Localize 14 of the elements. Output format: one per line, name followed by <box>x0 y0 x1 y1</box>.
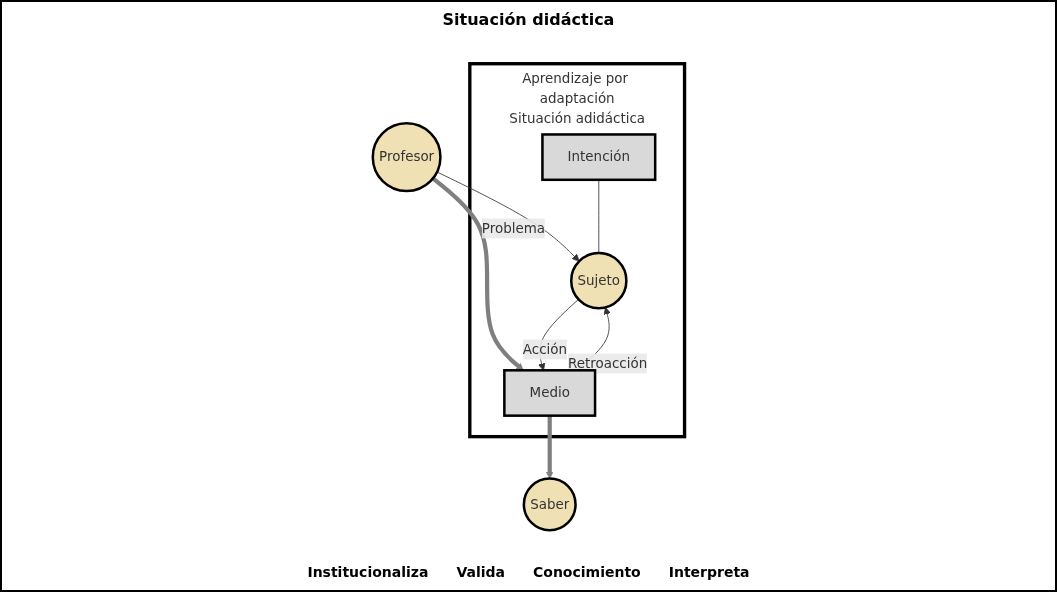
node-circle: Saber <box>522 476 577 532</box>
note-text: Valida <box>456 564 505 580</box>
edge-label: Problema <box>481 219 545 236</box>
note-text: Interpreta <box>668 564 750 580</box>
node-box: Medio <box>502 368 597 417</box>
node-box: Intención <box>541 132 657 181</box>
note-text: Conocimiento <box>533 564 641 580</box>
node-circle: Sujeto <box>569 251 628 309</box>
node-circle: Profesor <box>371 121 442 192</box>
edge-label: Retroacción <box>567 354 648 371</box>
note-text: Institucionaliza <box>307 564 429 580</box>
arrow <box>545 415 554 479</box>
edge-label: Acción <box>522 340 567 357</box>
diagram-title: Situación didáctica <box>442 10 615 29</box>
